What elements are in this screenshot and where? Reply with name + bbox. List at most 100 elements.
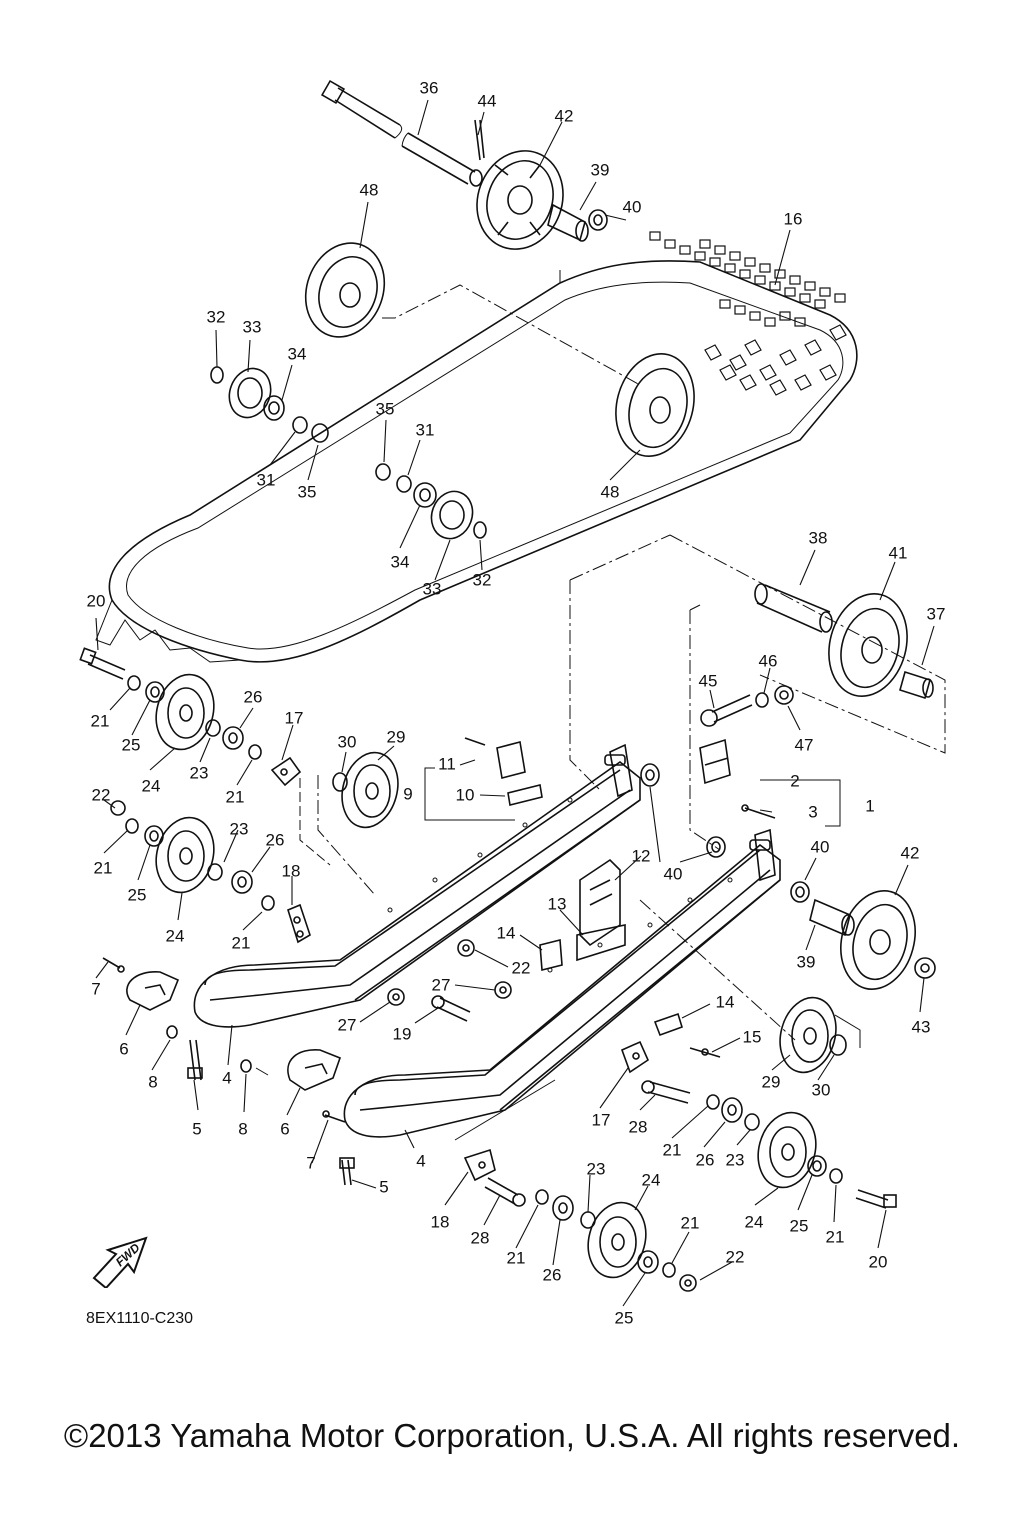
wheel-41 <box>828 593 908 697</box>
cotter-pin <box>474 119 485 161</box>
wheel-24-d <box>587 1201 647 1279</box>
rivet-7-a <box>102 957 125 973</box>
callout-32: 32 <box>206 307 226 327</box>
nut-27-a <box>494 981 512 999</box>
callout-21: 21 <box>90 711 110 731</box>
washer-8-a <box>166 1025 178 1039</box>
track-studs <box>649 231 847 396</box>
wheel-24-b <box>155 816 215 894</box>
callout-27: 27 <box>337 1015 357 1035</box>
nut-47 <box>774 685 794 705</box>
callout-1: 1 <box>865 796 875 816</box>
collar-37 <box>899 670 934 700</box>
callout-16: 16 <box>783 209 803 229</box>
callout-23: 23 <box>725 1150 745 1170</box>
wheel-29-upper <box>341 751 399 829</box>
callout-48: 48 <box>600 482 620 502</box>
leader-rail-right <box>689 610 721 851</box>
callout-3: 3 <box>808 802 818 822</box>
callout-23: 23 <box>586 1159 606 1179</box>
collar-25-a <box>145 681 165 703</box>
callout-14: 14 <box>715 992 735 1012</box>
callout-28: 28 <box>628 1117 648 1137</box>
callout-40: 40 <box>810 837 830 857</box>
callout-39: 39 <box>590 160 610 180</box>
callout-leaders <box>95 99 935 1307</box>
callout-20: 20 <box>86 591 106 611</box>
callout-7: 7 <box>306 1153 316 1173</box>
callout-37: 37 <box>926 604 946 624</box>
collar-26-a <box>222 726 244 750</box>
leader-lower-group <box>454 1079 556 1141</box>
collar-26-c <box>721 1097 743 1123</box>
callout-22: 22 <box>725 1247 745 1267</box>
callout-24: 24 <box>641 1170 661 1190</box>
callout-34: 34 <box>390 552 410 572</box>
bolt-28-a <box>641 1080 691 1104</box>
bolt-5-a <box>187 1039 203 1081</box>
arm-17-lower <box>620 1040 650 1074</box>
washer-21-f <box>829 1168 843 1184</box>
callout-32: 32 <box>472 570 492 590</box>
washer-21-a <box>127 675 141 691</box>
callout-45: 45 <box>698 671 718 691</box>
callout-5: 5 <box>379 1177 389 1197</box>
bolt-20-lower <box>855 1189 897 1209</box>
block-14-top <box>539 938 563 972</box>
callout-12: 12 <box>631 846 651 866</box>
track-belt <box>95 260 858 663</box>
nut-43 <box>914 957 936 979</box>
washer-30-lower <box>829 1034 847 1056</box>
callout-29: 29 <box>386 727 406 747</box>
callout-26: 26 <box>695 1150 715 1170</box>
bracket-11 <box>464 737 526 779</box>
callout-26: 26 <box>265 830 285 850</box>
washer-21-c <box>125 818 139 834</box>
diagram-code: 8EX1110-C230 <box>86 1310 194 1327</box>
callout-14: 14 <box>496 923 516 943</box>
callout-17: 17 <box>284 708 304 728</box>
callout-25: 25 <box>789 1216 809 1236</box>
callout-44: 44 <box>477 91 497 111</box>
callout-21: 21 <box>680 1213 700 1233</box>
washer-31-mid <box>396 475 412 493</box>
leader-8-b <box>255 1067 269 1076</box>
callout-46: 46 <box>758 651 778 671</box>
arm-17-top <box>270 756 302 787</box>
bush-23-a <box>205 719 221 737</box>
leader-42-lower <box>639 899 796 1041</box>
leader-29-upper <box>317 775 376 896</box>
leader-group-41 <box>669 534 946 754</box>
end-cap-6-a <box>126 971 180 1011</box>
wheel-29-lower <box>779 996 837 1074</box>
shaft-38 <box>754 583 833 633</box>
collar-39-lower <box>809 898 855 937</box>
callout-25: 25 <box>121 735 141 755</box>
nut-22-c <box>679 1274 697 1292</box>
callout-21: 21 <box>825 1227 845 1247</box>
callout-21: 21 <box>662 1140 682 1160</box>
collar-25-d <box>637 1250 659 1274</box>
collar-39-top <box>547 203 589 242</box>
callout-24: 24 <box>744 1212 764 1232</box>
rivet-3 <box>741 804 776 819</box>
callout-25: 25 <box>127 885 147 905</box>
washer-40-left <box>640 763 660 787</box>
callout-5: 5 <box>192 1119 202 1139</box>
callout-10: 10 <box>455 785 475 805</box>
bracket-10 <box>507 784 543 806</box>
callout-21: 21 <box>225 787 245 807</box>
collar-26-b <box>231 870 253 894</box>
washer-32-top <box>210 366 224 384</box>
callout-19: 19 <box>392 1024 412 1044</box>
callout-26: 26 <box>542 1265 562 1285</box>
washer-30-upper <box>332 772 348 792</box>
callout-17: 17 <box>591 1110 611 1130</box>
callout-35: 35 <box>297 482 317 502</box>
callout-4: 4 <box>222 1068 232 1088</box>
arm-18-lower <box>463 1148 496 1182</box>
callout-6: 6 <box>280 1119 290 1139</box>
callout-42: 42 <box>554 106 574 126</box>
callout-20: 20 <box>868 1252 888 1272</box>
washer-35-top <box>311 423 329 443</box>
